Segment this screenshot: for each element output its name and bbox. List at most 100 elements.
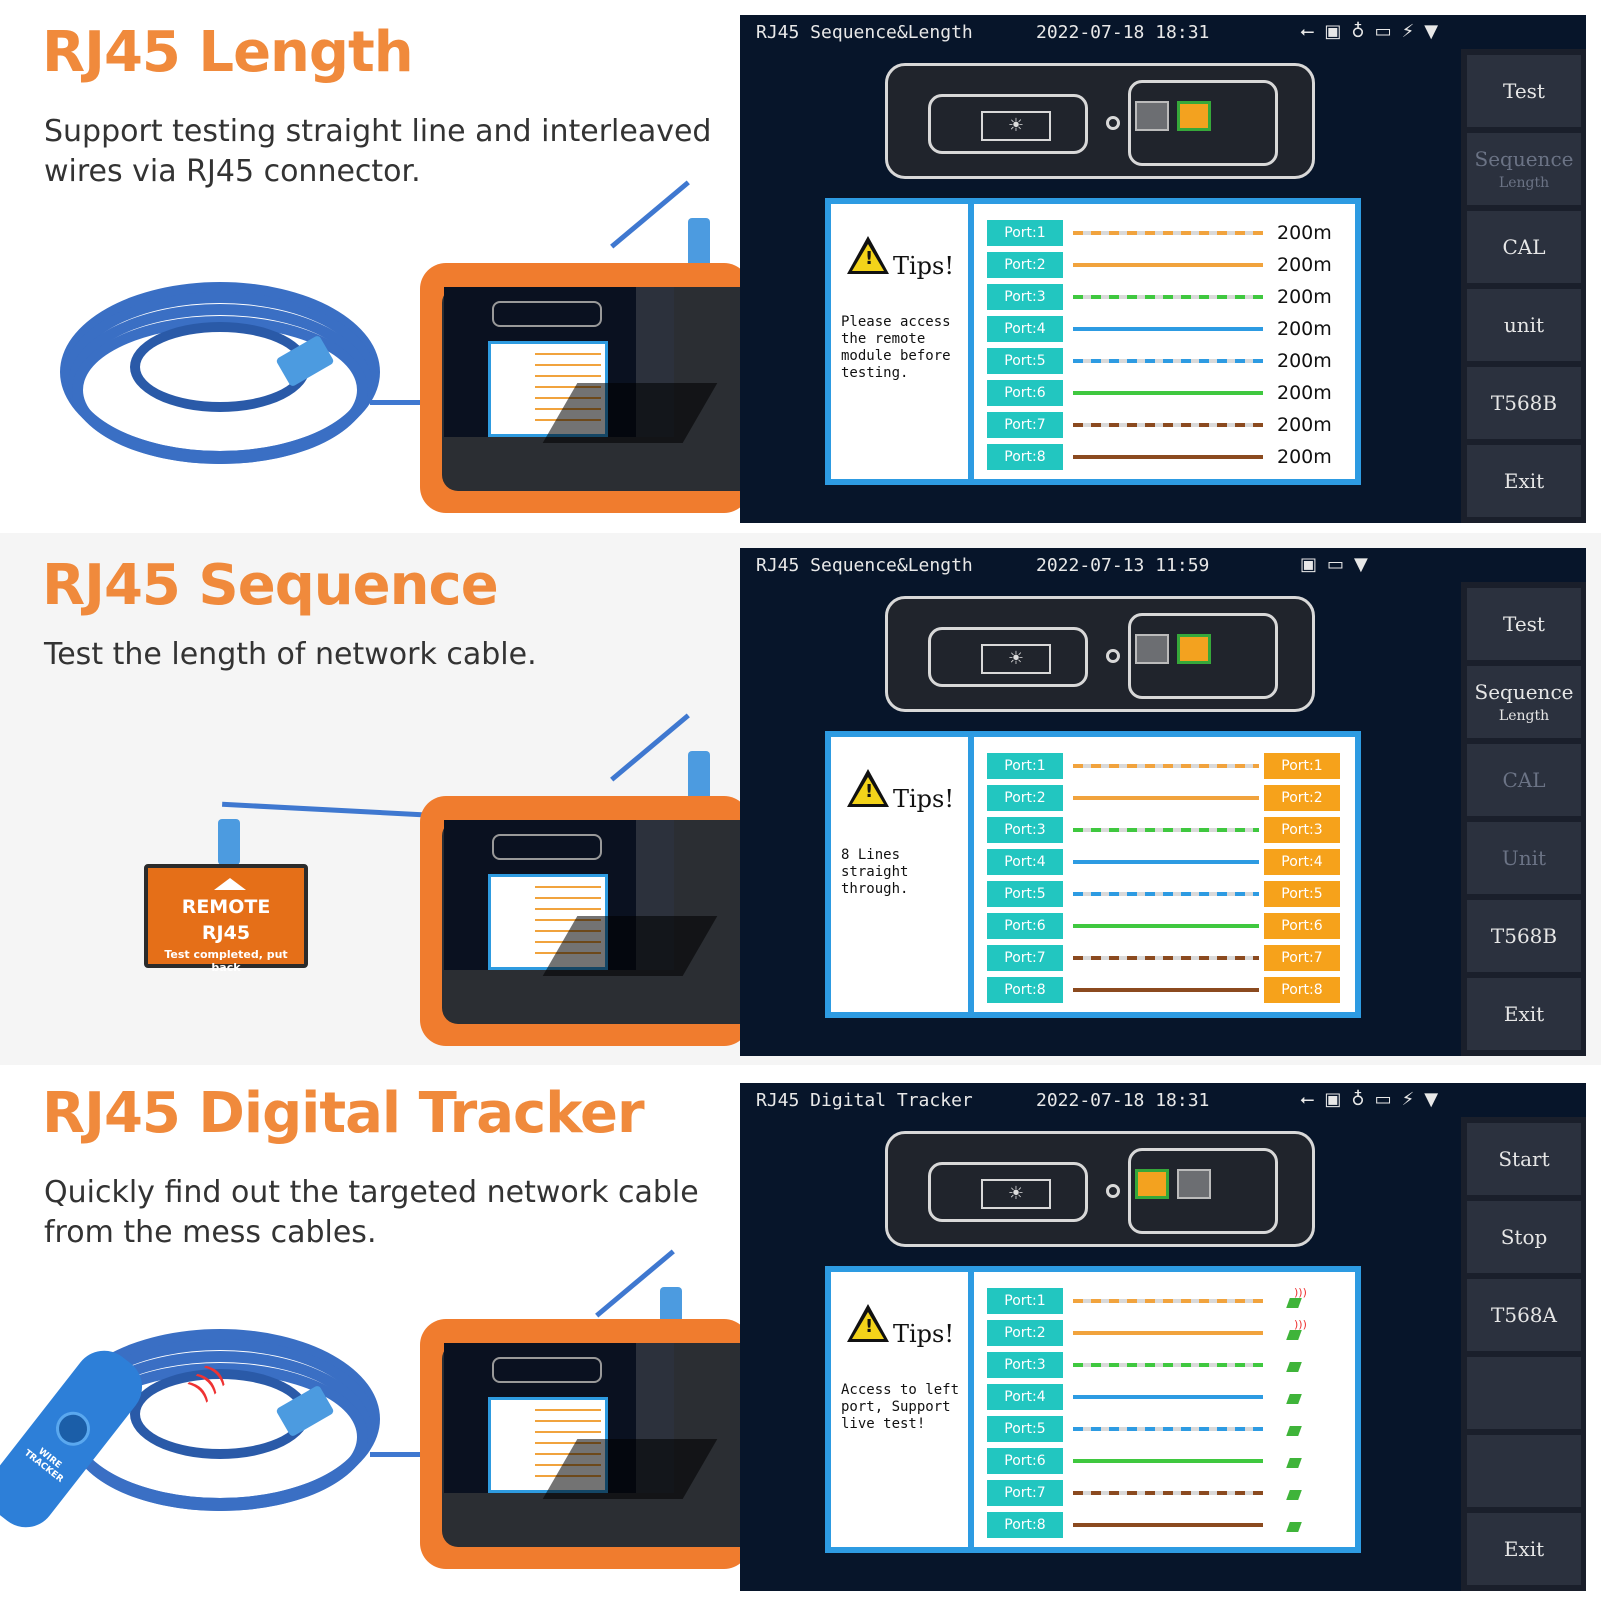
port-panel: [1128, 80, 1278, 166]
port-label-right: Port:7: [1264, 945, 1340, 971]
menu-button-label: Exit: [1503, 1002, 1545, 1026]
menu-button-unit[interactable]: unit: [1467, 289, 1581, 361]
length-value: 200m: [1277, 254, 1332, 276]
menu-button-test[interactable]: Test: [1467, 588, 1581, 660]
menu-button-label: Start: [1498, 1147, 1550, 1171]
tips-message: 8 Lines straight through.: [841, 847, 909, 897]
port-label-left: Port:2: [987, 1320, 1063, 1346]
port-label-right: Port:1: [1264, 753, 1340, 779]
lan1-port-icon: [1135, 101, 1169, 131]
wire-line: [1073, 988, 1259, 992]
port-label-right: Port:8: [1264, 977, 1340, 1003]
signal-antenna-icon: [1285, 1448, 1303, 1472]
length-value: 200m: [1277, 318, 1332, 340]
antenna-icon: [1286, 1426, 1302, 1436]
menu-button-empty-3[interactable]: [1467, 1357, 1581, 1429]
warning-mark: !: [865, 781, 874, 802]
wire-line: [1073, 828, 1259, 832]
remote-label: RJ45: [201, 922, 251, 944]
tester-device-image: [420, 263, 750, 513]
tips-title: Tips!: [893, 785, 955, 813]
wire-line: [1073, 924, 1259, 928]
menu-button-unit[interactable]: Unit: [1467, 822, 1581, 894]
wire-line: [1073, 231, 1263, 235]
remote-slot: ☀: [928, 627, 1088, 687]
port-label-left: Port:3: [987, 1352, 1063, 1378]
tester-device-image: [420, 796, 750, 1046]
usb-icon: ⭠: [1300, 21, 1315, 42]
screen-title: RJ45 Sequence&Length: [756, 22, 973, 43]
signal-antenna-icon: [1285, 1512, 1303, 1536]
battery-icon: ▭: [1327, 554, 1345, 575]
menu-button-cal[interactable]: CAL: [1467, 211, 1581, 283]
wire-line: [1073, 796, 1259, 800]
port-label-right: Port:4: [1264, 849, 1340, 875]
port-label-left: Port:8: [987, 1512, 1063, 1538]
menu-button-label: T568B: [1490, 924, 1558, 948]
menu-button-label: Stop: [1500, 1225, 1548, 1249]
antenna-icon: [1286, 1490, 1302, 1500]
menu-button-label: T568B: [1490, 391, 1558, 415]
wire-line: [1073, 1427, 1263, 1431]
port-label-left: Port:6: [987, 913, 1063, 939]
menu-button-t568a[interactable]: T568A: [1467, 1279, 1581, 1351]
menu-button-label: Test: [1503, 612, 1545, 636]
menu-button-exit[interactable]: Exit: [1467, 445, 1581, 517]
cable-line: [222, 801, 422, 818]
menu-button-stop[interactable]: Stop: [1467, 1201, 1581, 1273]
menu-button-cal[interactable]: CAL: [1467, 744, 1581, 816]
menu-button-label: Exit: [1503, 469, 1545, 493]
menu-button-label: Exit: [1503, 1537, 1545, 1561]
wire-line: [1073, 263, 1263, 267]
remote-slot: ☀: [928, 1162, 1088, 1222]
menu-button-label: T568A: [1491, 1303, 1557, 1327]
signal-arc-icon: ))): [1294, 1318, 1307, 1331]
remote-caption: Test completed, put back: [164, 948, 288, 974]
battery-icon: ▭: [1374, 1089, 1392, 1110]
wire-line: [1073, 423, 1263, 427]
tester-unit-diagram: ☀: [885, 1131, 1315, 1247]
port-label-left: Port:4: [987, 1384, 1063, 1410]
port-label-left: Port:4: [987, 849, 1063, 875]
wire-line: [1073, 455, 1263, 459]
menu-button-empty-4[interactable]: [1467, 1435, 1581, 1507]
indicator-dot-icon: [1106, 116, 1120, 130]
menu-button-test[interactable]: Test: [1467, 55, 1581, 127]
port-label-left: Port:7: [987, 412, 1063, 438]
tracker-label: WIRE TRACKER: [21, 1446, 65, 1485]
remote-label: REMOTE: [181, 896, 271, 918]
menu-button-start[interactable]: Start: [1467, 1123, 1581, 1195]
port-label-left: Port:7: [987, 945, 1063, 971]
light-icon: ☀: [981, 111, 1051, 141]
signal-antenna-icon: [1285, 1352, 1303, 1376]
menu-button-label: Sequence: [1474, 147, 1574, 171]
menu-button-exit[interactable]: Exit: [1467, 978, 1581, 1050]
status-icons: ▣▭▼: [1300, 554, 1378, 575]
menu-button-t568b[interactable]: T568B: [1467, 367, 1581, 439]
signal-antenna-icon: [1285, 1416, 1303, 1440]
menu-button-exit[interactable]: Exit: [1467, 1513, 1581, 1585]
light-icon: ☀: [981, 644, 1051, 674]
menu-button-label: Test: [1503, 79, 1545, 103]
signal-antenna-icon: ))): [1285, 1286, 1307, 1312]
wire-line: [1073, 1363, 1263, 1367]
screen-title: RJ45 Digital Tracker: [756, 1090, 973, 1111]
length-value: 200m: [1277, 350, 1332, 372]
tester-device-image: [420, 1319, 750, 1569]
indicator-dot-icon: [1106, 1184, 1120, 1198]
wire-line: [1073, 1459, 1263, 1463]
signal-arc-icon: ))): [1294, 1286, 1307, 1299]
menu-button-t568b[interactable]: T568B: [1467, 900, 1581, 972]
section-sequence: RJ45 Sequence Test the length of network…: [0, 533, 1601, 1065]
wire-line: [1073, 391, 1263, 395]
sd-card-icon: ▣: [1300, 554, 1318, 575]
port-label-right: Port:3: [1264, 817, 1340, 843]
port-label-left: Port:8: [987, 444, 1063, 470]
wire-line: [1073, 1395, 1263, 1399]
